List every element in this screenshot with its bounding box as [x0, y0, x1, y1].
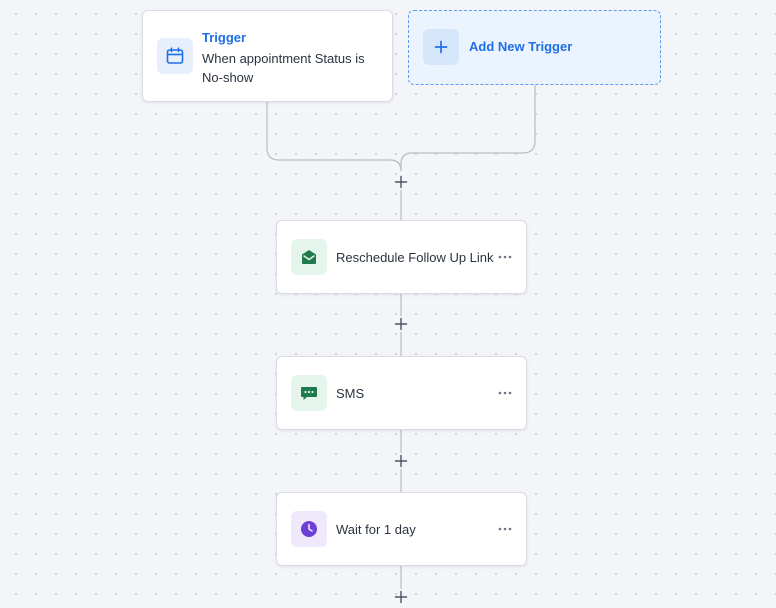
plus-icon [394, 454, 408, 468]
sms-icon [291, 375, 327, 411]
plus-icon [394, 317, 408, 331]
action-node-wait[interactable]: Wait for 1 day [276, 492, 527, 566]
add-new-trigger-button[interactable]: Add New Trigger [408, 10, 661, 85]
more-horizontal-icon[interactable] [496, 519, 514, 539]
plus-icon [394, 590, 408, 604]
more-horizontal-icon[interactable] [496, 247, 514, 267]
add-step-button[interactable] [393, 316, 409, 332]
add-step-button[interactable] [393, 453, 409, 469]
action-label: Reschedule Follow Up Link [336, 250, 494, 265]
calendar-icon [157, 38, 193, 74]
action-node-sms[interactable]: SMS [276, 356, 527, 430]
more-horizontal-icon[interactable] [496, 383, 514, 403]
action-node-reschedule-follow-up-link[interactable]: Reschedule Follow Up Link [276, 220, 527, 294]
add-new-trigger-label: Add New Trigger [469, 39, 573, 54]
plus-icon [423, 29, 459, 65]
add-step-button[interactable] [393, 589, 409, 605]
action-label: SMS [336, 386, 365, 401]
trigger-title: Trigger [202, 30, 247, 45]
add-step-button[interactable] [393, 174, 409, 190]
trigger-description: When appointment Status is No-show [202, 51, 365, 85]
trigger-connector-left [266, 102, 402, 172]
email-icon [291, 239, 327, 275]
trigger-connector-right [400, 85, 536, 171]
clock-icon [291, 511, 327, 547]
plus-icon [394, 175, 408, 189]
action-label: Wait for 1 day [336, 522, 416, 537]
trigger-node[interactable]: Trigger When appointment Status is No-sh… [142, 10, 393, 102]
